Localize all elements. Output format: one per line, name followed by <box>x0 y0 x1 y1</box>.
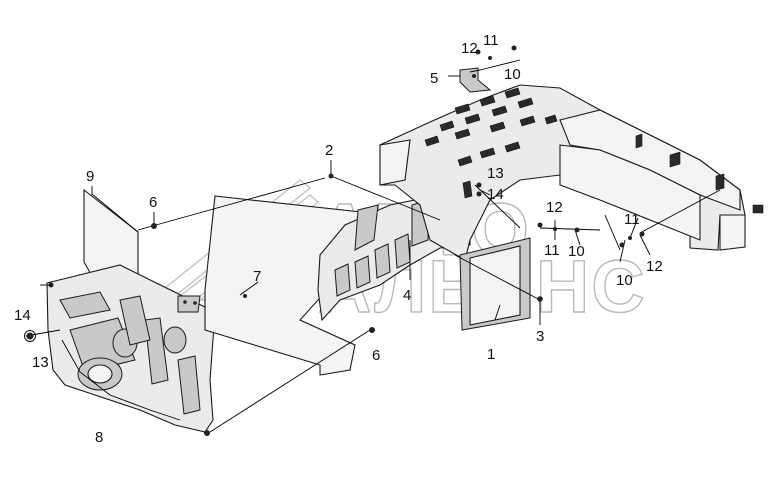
bolt-10-right-icon <box>619 242 625 248</box>
nut-14-left-icon <box>26 332 34 340</box>
part-5-bracket <box>459 67 492 93</box>
callout-14-left: 14 <box>14 307 31 324</box>
callout-1: 1 <box>487 346 495 363</box>
main-fender <box>379 84 764 261</box>
callout-12-top: 12 <box>461 40 478 57</box>
nut-12-mid-icon <box>537 222 543 228</box>
washer-13-mid-icon <box>476 182 482 188</box>
part-8-rear-plate <box>46 264 216 436</box>
callout-11-right: 11 <box>624 211 640 228</box>
washer-11-right-icon <box>628 236 632 240</box>
callout-8: 8 <box>95 429 103 446</box>
callout-13-mid: 13 <box>487 165 504 182</box>
callout-6-top: 6 <box>149 194 157 211</box>
bolt-6-top-icon <box>151 223 157 229</box>
callout-5: 5 <box>430 70 438 87</box>
callout-10-top: 10 <box>504 66 521 83</box>
callout-13-left: 13 <box>32 354 49 371</box>
bolt-10-top-icon <box>511 45 517 51</box>
bolt-2-icon <box>328 173 334 179</box>
nut-12-right-icon <box>639 231 645 237</box>
callout-6-right: 6 <box>372 347 380 364</box>
callout-11-mid: 11 <box>544 242 560 259</box>
callout-10-right: 10 <box>616 272 633 289</box>
callout-12-right: 12 <box>646 258 663 275</box>
washer-13-left-icon <box>24 330 36 342</box>
hardware-fasteners <box>24 45 645 342</box>
nut-12-top-icon <box>475 49 481 55</box>
callout-11-top: 11 <box>483 32 499 49</box>
callout-3: 3 <box>536 328 544 345</box>
bolt-3-icon <box>537 296 543 302</box>
part-1-mud-flap <box>459 237 531 331</box>
callout-labels: 9 6 2 7 4 1 3 6 8 14 13 5 12 11 10 13 14… <box>14 32 663 446</box>
callout-2: 2 <box>325 142 333 159</box>
callout-7: 7 <box>253 268 261 285</box>
callout-4: 4 <box>403 287 411 304</box>
leader-lines <box>25 59 721 433</box>
part-7-flat-panel <box>177 195 373 376</box>
callout-14-mid: 14 <box>487 186 504 203</box>
callout-9: 9 <box>86 168 94 185</box>
callout-10-mid: 10 <box>568 243 585 260</box>
washer-11-mid-icon <box>553 227 557 231</box>
bolt-10-mid-icon <box>574 227 580 233</box>
bolt-6-right-icon <box>369 327 375 333</box>
nut-14-mid-icon <box>476 191 482 197</box>
washer-11-top-icon <box>488 56 492 60</box>
callout-12-mid: 12 <box>546 199 563 216</box>
